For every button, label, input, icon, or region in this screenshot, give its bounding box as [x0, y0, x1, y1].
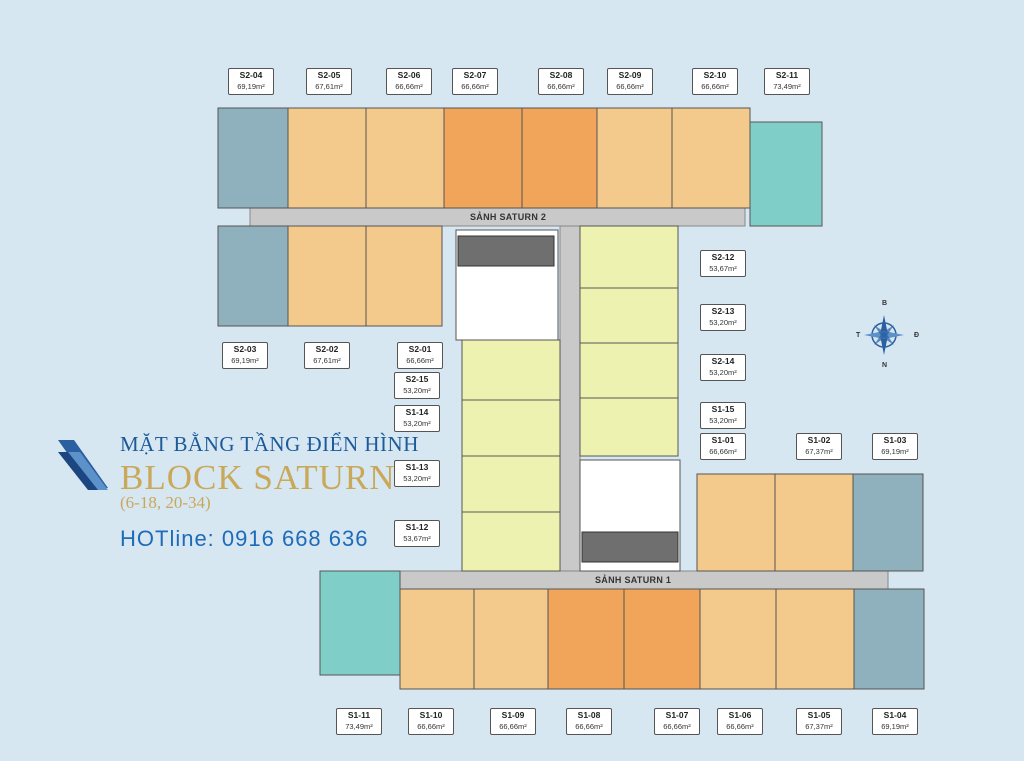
compass-east-label: Đ [914, 332, 920, 339]
unit-S1-09[interactable] [473, 588, 549, 690]
unit-S1-07[interactable] [623, 588, 701, 690]
compass-west-label: T [856, 332, 861, 339]
compass-north-label: B [882, 300, 888, 307]
unit-S1-15[interactable] [579, 397, 679, 457]
unit-S1-13[interactable] [461, 455, 561, 513]
compass-south-label: N [882, 362, 888, 369]
unit-S2-11[interactable] [749, 121, 823, 227]
unit-S1-06[interactable] [699, 588, 777, 690]
unit-S2-06[interactable] [365, 107, 445, 209]
title-floor-range: (6-18, 20-34) [120, 493, 211, 512]
unit-S2-15[interactable] [461, 339, 561, 401]
unit-S2-02[interactable] [287, 225, 367, 327]
lobby-label-saturn-1: SẢNH SATURN 1 [595, 575, 672, 585]
unit-S2-08[interactable] [521, 107, 598, 209]
unit-S1-01[interactable] [696, 473, 776, 572]
unit-S2-09[interactable] [596, 107, 673, 209]
unit-S2-05[interactable] [287, 107, 367, 209]
unit-S1-11[interactable] [319, 570, 401, 676]
unit-S1-08[interactable] [547, 588, 625, 690]
lobby-label-saturn-2: SẢNH SATURN 2 [470, 212, 547, 222]
compass-rose-icon [864, 315, 904, 355]
elevator-block-2 [457, 235, 555, 267]
unit-S2-04[interactable] [217, 107, 289, 209]
title-block-name: BLOCK SATURN [120, 458, 396, 497]
unit-S1-02[interactable] [774, 473, 854, 572]
unit-S2-12[interactable] [579, 225, 679, 289]
unit-S2-07[interactable] [443, 107, 523, 209]
unit-S2-03[interactable] [217, 225, 289, 327]
logo-stripes-icon [58, 440, 108, 490]
unit-S2-10[interactable] [671, 107, 751, 209]
elevator-block-1 [581, 531, 679, 563]
unit-S2-14[interactable] [579, 342, 679, 399]
unit-S2-13[interactable] [579, 287, 679, 344]
unit-S2-01[interactable] [365, 225, 443, 327]
unit-S1-14[interactable] [461, 399, 561, 457]
unit-S1-12[interactable] [461, 511, 561, 572]
unit-S1-03[interactable] [852, 473, 924, 572]
unit-S1-05[interactable] [775, 588, 855, 690]
title-typical-floor-plan: MẶT BẰNG TẦNG ĐIỂN HÌNH [120, 432, 419, 456]
unit-S1-10[interactable] [399, 588, 475, 690]
unit-S1-04[interactable] [853, 588, 925, 690]
corridor-vertical [559, 225, 581, 572]
hotline-text: HOTline: 0916 668 636 [120, 526, 369, 551]
